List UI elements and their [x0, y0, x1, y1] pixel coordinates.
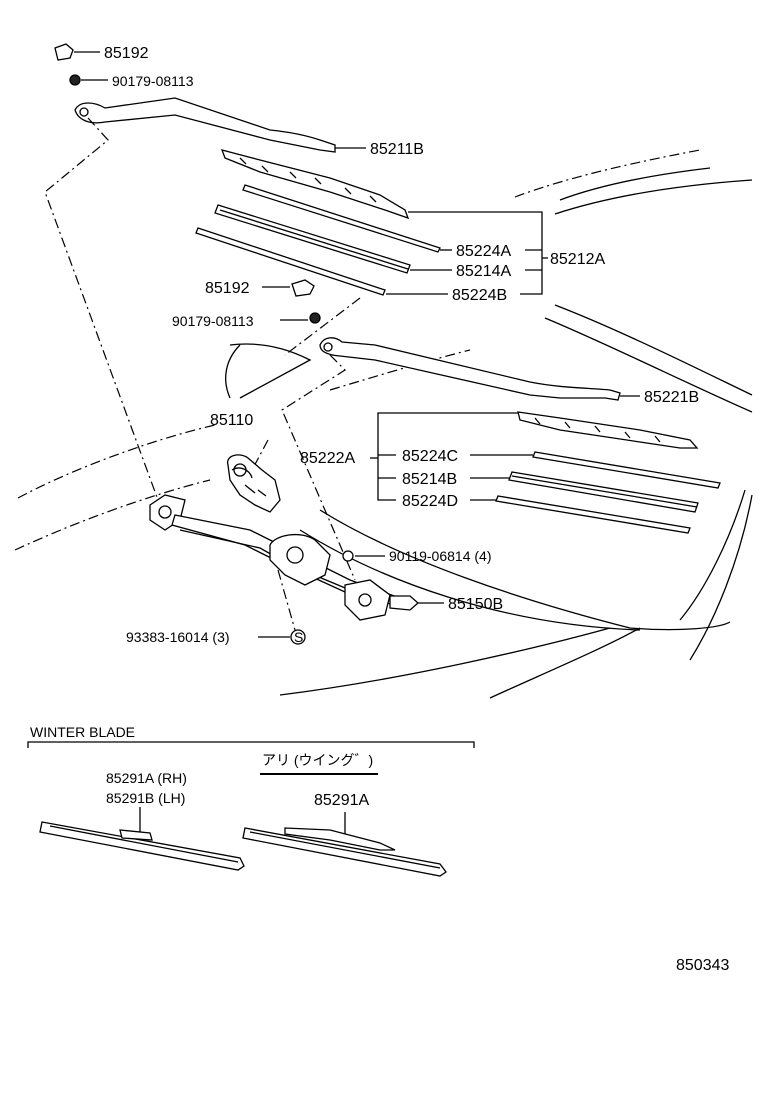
svg-text:S: S [294, 629, 303, 645]
svg-text:85291B (LH): 85291B (LH) [106, 790, 185, 806]
svg-text:85291A: 85291A [314, 792, 369, 809]
svg-text:85214A: 85214A [456, 263, 511, 280]
svg-text:85211B: 85211B [370, 141, 424, 158]
svg-text:85214B: 85214B [402, 471, 457, 488]
wiper-linkage-85150B: 85150B [149, 494, 503, 621]
svg-text:90179-08113: 90179-08113 [112, 73, 194, 89]
svg-text:85224D: 85224D [402, 493, 458, 510]
svg-text:85221B: 85221B [644, 389, 699, 406]
vehicle-body-outline [14, 149, 753, 699]
wiper-motor-85110: 85110 [210, 412, 281, 513]
figure-id: 850343 [676, 957, 729, 974]
svg-text:90119-06814 (4): 90119-06814 (4) [389, 548, 491, 564]
svg-text:85291A (RH): 85291A (RH) [106, 770, 187, 786]
wiper-blade-85212A: 85224A 85214A 85224B 85212A [195, 149, 605, 304]
svg-text:WINTER BLADE: WINTER BLADE [30, 724, 135, 740]
svg-text:85224A: 85224A [456, 243, 511, 260]
svg-text:85222A: 85222A [300, 450, 355, 467]
clip-93383: 93383-16014 (3) S [126, 629, 306, 645]
wiper-arm-85211B: 85211B [74, 97, 424, 158]
svg-text:85224B: 85224B [452, 287, 507, 304]
svg-text:85212A: 85212A [550, 251, 605, 268]
cap-85192-mid: 85192 [205, 279, 315, 297]
nut-90179-top: 90179-08113 [69, 73, 194, 89]
svg-text:アリ (ウイング゛): アリ (ウイング゛) [262, 752, 373, 768]
svg-text:85192: 85192 [104, 45, 149, 62]
cap-85192-top: 85192 [54, 43, 149, 62]
svg-text:93383-16014 (3): 93383-16014 (3) [126, 629, 230, 645]
bolt-90119: 90119-06814 (4) [342, 548, 491, 564]
svg-text:85192: 85192 [205, 280, 250, 297]
svg-text:85150B: 85150B [448, 596, 503, 613]
wiper-arm-85221B: 85221B [319, 337, 699, 406]
wiper-blade-85222A: 85222A 85224C 85214B 85224D [300, 411, 721, 534]
winter-blade-section: WINTER BLADE 85291A (RH) 85291B (LH) アリ … [27, 724, 475, 877]
nut-90179-mid: 90179-08113 [172, 312, 321, 329]
svg-text:85110: 85110 [210, 412, 253, 429]
svg-text:90179-08113: 90179-08113 [172, 313, 254, 329]
svg-text:85224C: 85224C [402, 448, 458, 465]
